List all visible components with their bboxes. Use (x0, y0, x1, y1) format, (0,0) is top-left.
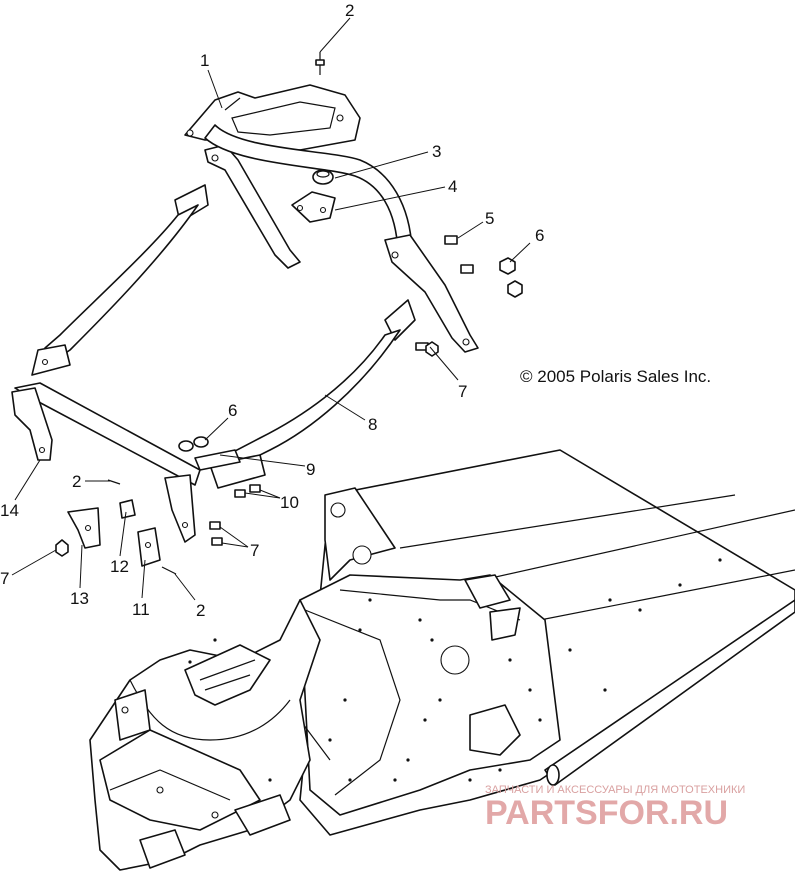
callout-12: 12 (110, 557, 129, 576)
screw-top (315, 52, 325, 75)
bushing (312, 169, 334, 185)
cross-bar (11, 382, 201, 543)
watermark-brand: PARTSFOR.RU (485, 794, 728, 832)
rivets (328, 558, 722, 782)
bolts-right (415, 235, 523, 357)
copyright-notice: © 2005 Polaris Sales Inc. (520, 367, 711, 386)
steering-support-upper (184, 84, 479, 353)
chassis-tunnel (279, 449, 795, 836)
bracket-13 (67, 507, 101, 549)
callout-2: 2 (345, 1, 354, 20)
bracket-11 (137, 527, 161, 567)
leader-lines (11, 17, 531, 601)
callout-14: 14 (0, 501, 19, 520)
callout-9: 9 (306, 460, 315, 479)
bolts-mid (209, 484, 261, 546)
mount-bracket (291, 191, 336, 223)
callout-10: 10 (280, 493, 299, 512)
front-bulkhead (89, 599, 321, 871)
callout-labels: 1 2 3 4 5 6 7 8 6 9 10 14 2 12 7 7 13 11… (0, 1, 544, 620)
callout-3: 3 (432, 142, 441, 161)
watermark-tagline: ЗАПЧАСТИ И АКСЕССУАРЫ ДЛЯ МОТОТЕХНИКИ (485, 784, 745, 796)
callout-13: 13 (70, 589, 89, 608)
callout-7: 7 (458, 382, 467, 401)
callout-2: 2 (72, 472, 81, 491)
callout-6: 6 (535, 226, 544, 245)
clip-12 (119, 499, 136, 519)
callout-4: 4 (448, 177, 457, 196)
callout-7: 7 (0, 569, 9, 588)
nut-left (55, 539, 69, 557)
brace-tube-left (31, 184, 209, 376)
callout-1: 1 (200, 51, 209, 70)
callout-2: 2 (196, 601, 205, 620)
callout-8: 8 (368, 415, 377, 434)
callout-6: 6 (228, 401, 237, 420)
callout-5: 5 (485, 209, 494, 228)
callout-11: 11 (132, 600, 150, 619)
watermark: ЗАПЧАСТИ И АКСЕССУАРЫ ДЛЯ МОТОТЕХНИКИ PA… (485, 784, 745, 832)
washers-mid (178, 436, 241, 471)
callout-7: 7 (250, 541, 259, 560)
